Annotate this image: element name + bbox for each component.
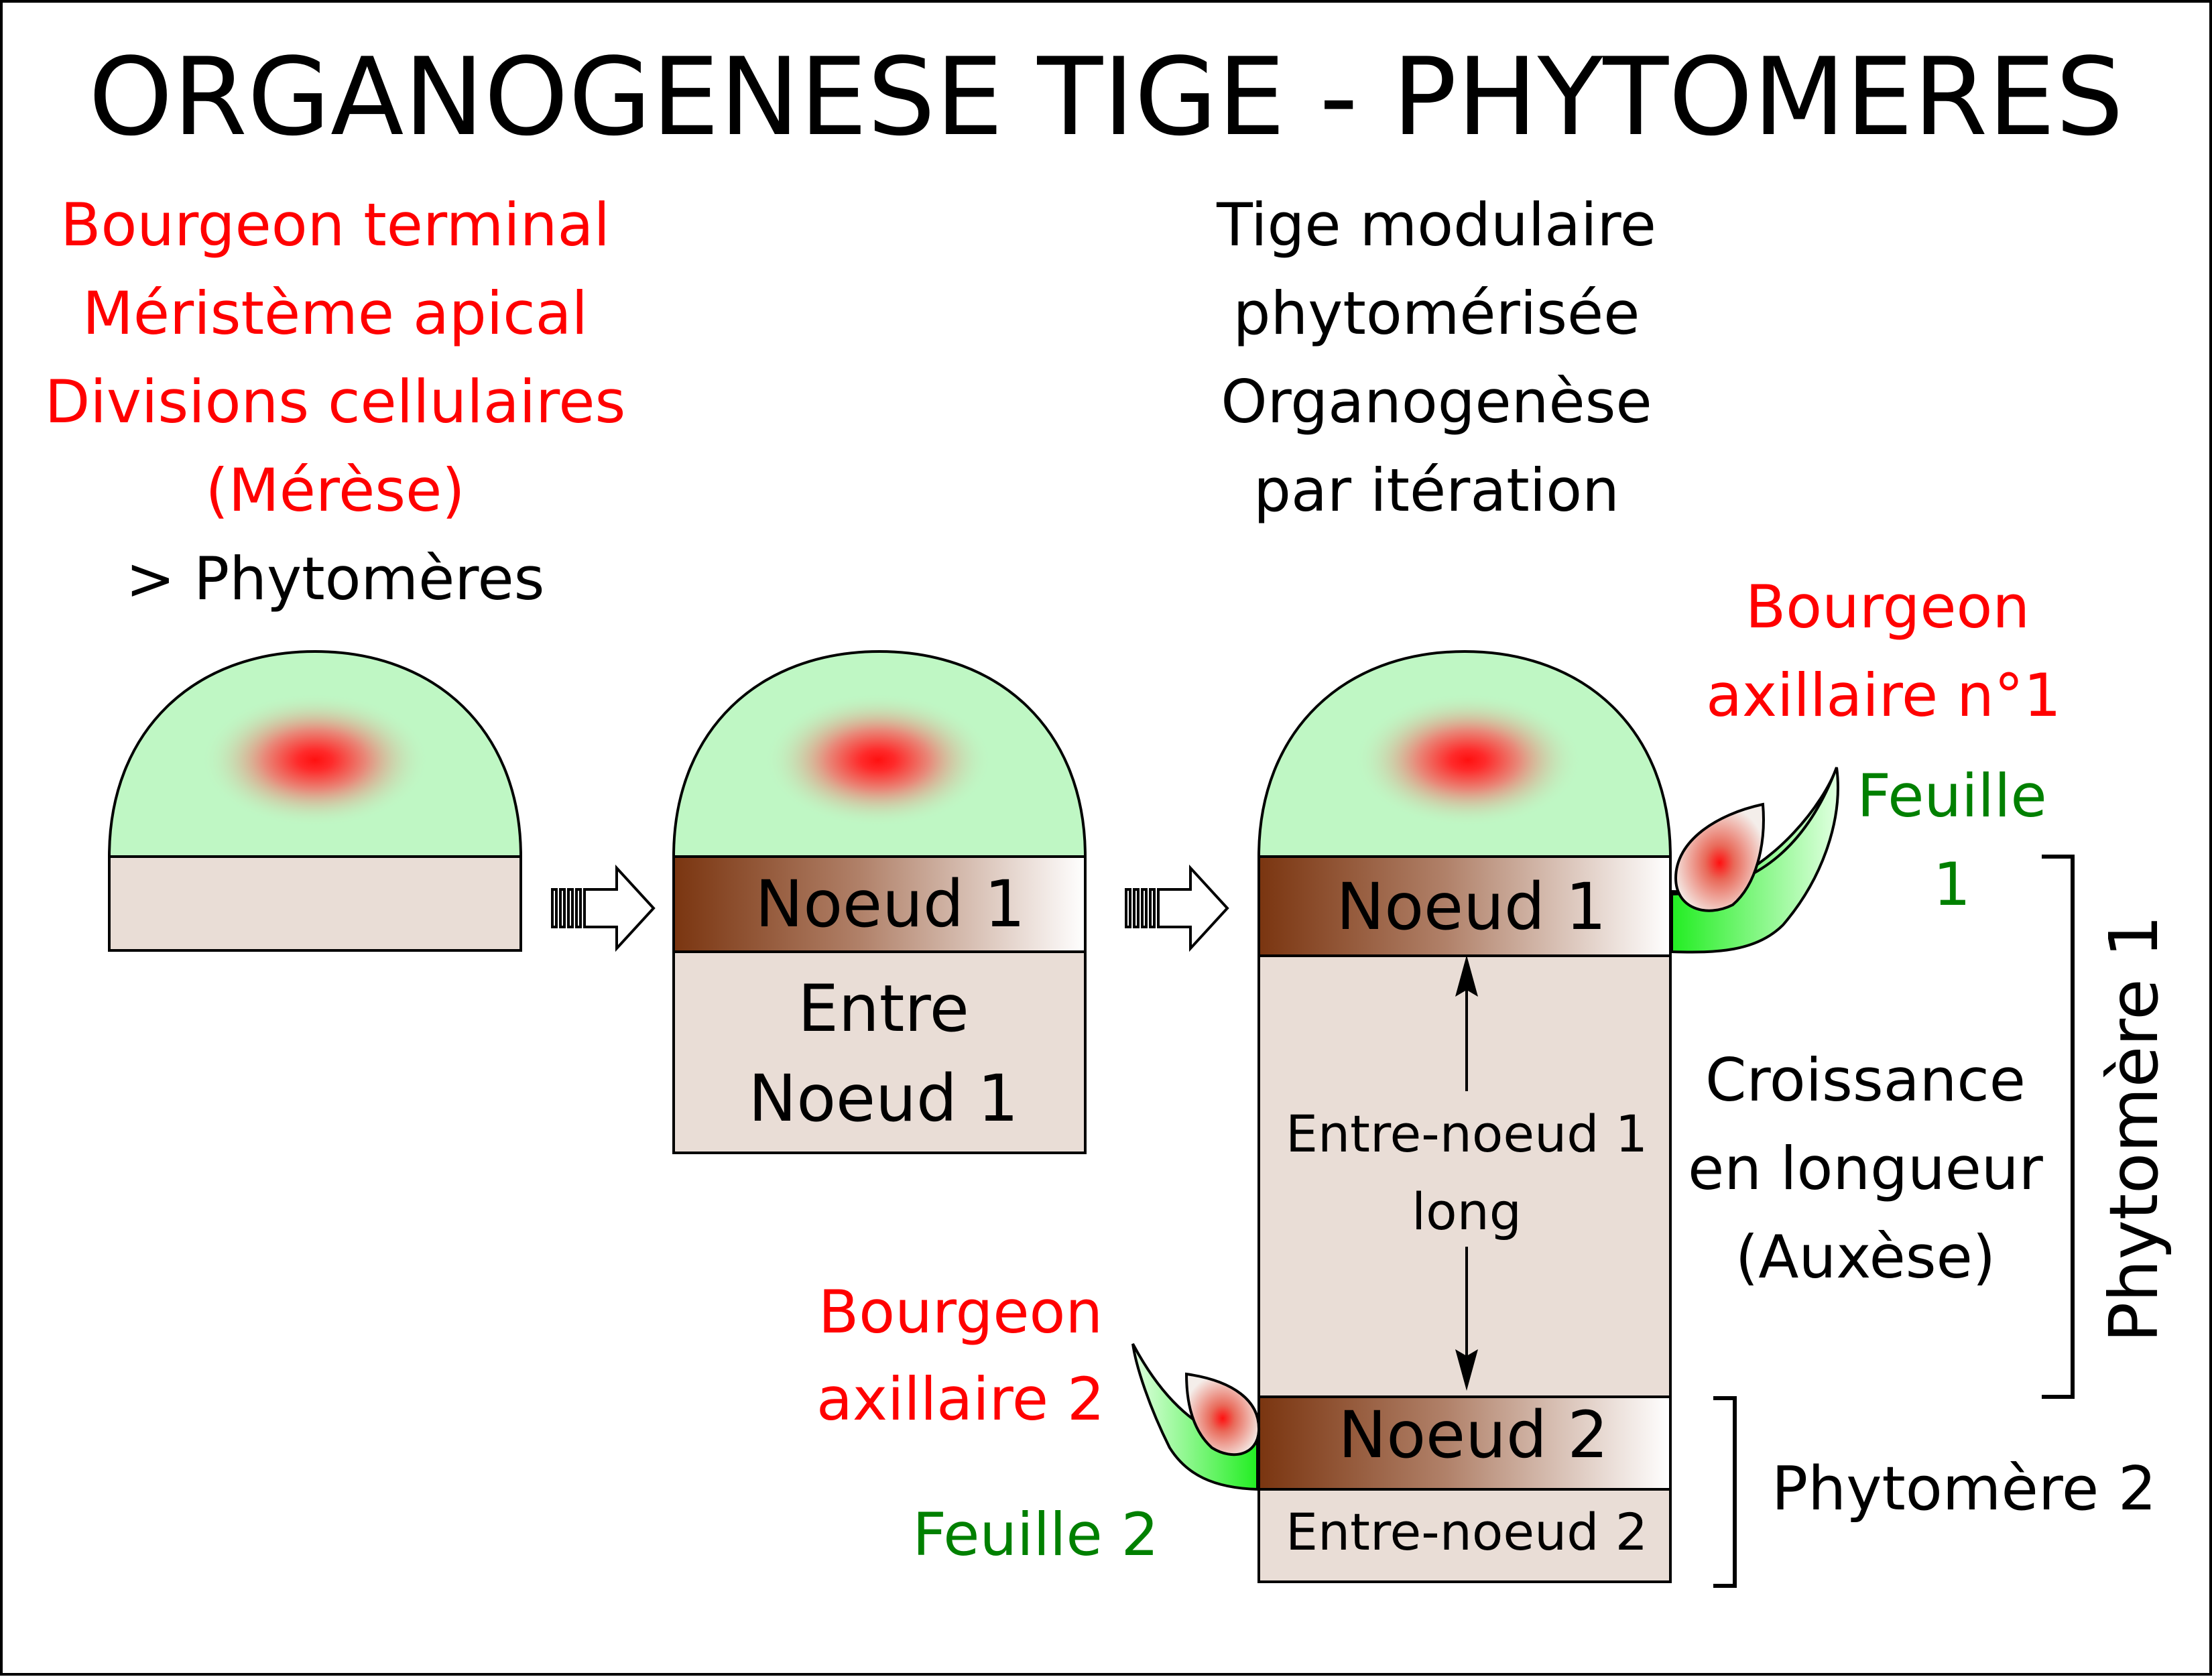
- node-1: [672, 855, 1087, 953]
- stage-2-apex: Noeud 1 Entre Noeud 1: [672, 649, 1087, 1154]
- internode-1-label: long: [1412, 1182, 1522, 1241]
- double-arrow-icon: [1455, 955, 1478, 1391]
- growth-label: (Auxèse): [1735, 1223, 1995, 1292]
- bud-2-label: axillaire 2: [816, 1365, 1105, 1434]
- stage-1-apex: [107, 649, 523, 952]
- caption-line: Divisions cellulaires: [45, 367, 626, 436]
- meristem-center: [1354, 693, 1582, 827]
- process-arrow-icon: [551, 864, 656, 952]
- internode-1-long: [1257, 954, 1672, 1398]
- internode-1: [672, 950, 1087, 1154]
- stem-base: [108, 855, 522, 952]
- caption-line: Bourgeon terminal: [60, 190, 610, 259]
- caption-line: > Phytomères: [125, 544, 544, 613]
- bud-2-label: Bourgeon: [818, 1278, 1103, 1347]
- internode-1-label: Entre: [798, 971, 969, 1046]
- meristem-center: [201, 693, 429, 827]
- bud-1-label: axillaire n°1: [1706, 661, 2061, 730]
- caption-line: (Mérèse): [205, 456, 465, 525]
- process-arrow-icon: [1125, 864, 1229, 952]
- caption-line: par itération: [1253, 456, 1619, 525]
- caption-line: phytomérisée: [1233, 279, 1640, 348]
- leaf-1-label: Feuille: [1857, 761, 2046, 830]
- meristem-center: [764, 693, 992, 827]
- caption-line: Méristème apical: [82, 279, 588, 348]
- center-caption: Tige modulaire phytomérisée Organogenèse…: [1216, 190, 1656, 525]
- node-2-label: Noeud 2: [1339, 1397, 1609, 1473]
- growth-label: Croissance: [1705, 1046, 2026, 1115]
- internode-2-label: Entre-noeud 2: [1286, 1502, 1648, 1562]
- bud-1-label: Bourgeon: [1745, 572, 2030, 641]
- stage-3-apex: Noeud 1 Entre-noeud 1 long Noeud 2 Entre…: [1257, 649, 1672, 1583]
- caption-line: Tige modulaire: [1216, 190, 1656, 259]
- node-1: [1257, 855, 1672, 957]
- caption-line: Organogenèse: [1221, 367, 1652, 436]
- internode-2: [1257, 1488, 1672, 1583]
- phytomer-1-bracket: [2042, 855, 2075, 1399]
- page-title: ORGANOGENESE TIGE - PHYTOMERES: [88, 34, 2124, 160]
- node-2: [1257, 1395, 1672, 1491]
- node-1-label: Noeud 1: [1337, 869, 1607, 944]
- growth-label: en longueur: [1688, 1134, 2043, 1203]
- axillary-bud-2: [1184, 1372, 1261, 1456]
- phytomer-1-label: Phytomère 1: [2095, 915, 2173, 1343]
- leaf-2-label: Feuille 2: [912, 1500, 1158, 1569]
- axillary-bud-1: [1674, 802, 1765, 912]
- left-caption: Bourgeon terminal Méristème apical Divis…: [45, 190, 626, 525]
- node-1-label: Noeud 1: [755, 867, 1026, 942]
- phytomer-2-bracket: [1713, 1396, 1737, 1588]
- leaf-1-label: 1: [1933, 850, 1971, 919]
- phytomer-2-label: Phytomère 2: [1772, 1454, 2156, 1524]
- internode-1-label: Noeud 1: [749, 1061, 1019, 1136]
- internode-1-label: Entre-noeud 1: [1286, 1104, 1648, 1164]
